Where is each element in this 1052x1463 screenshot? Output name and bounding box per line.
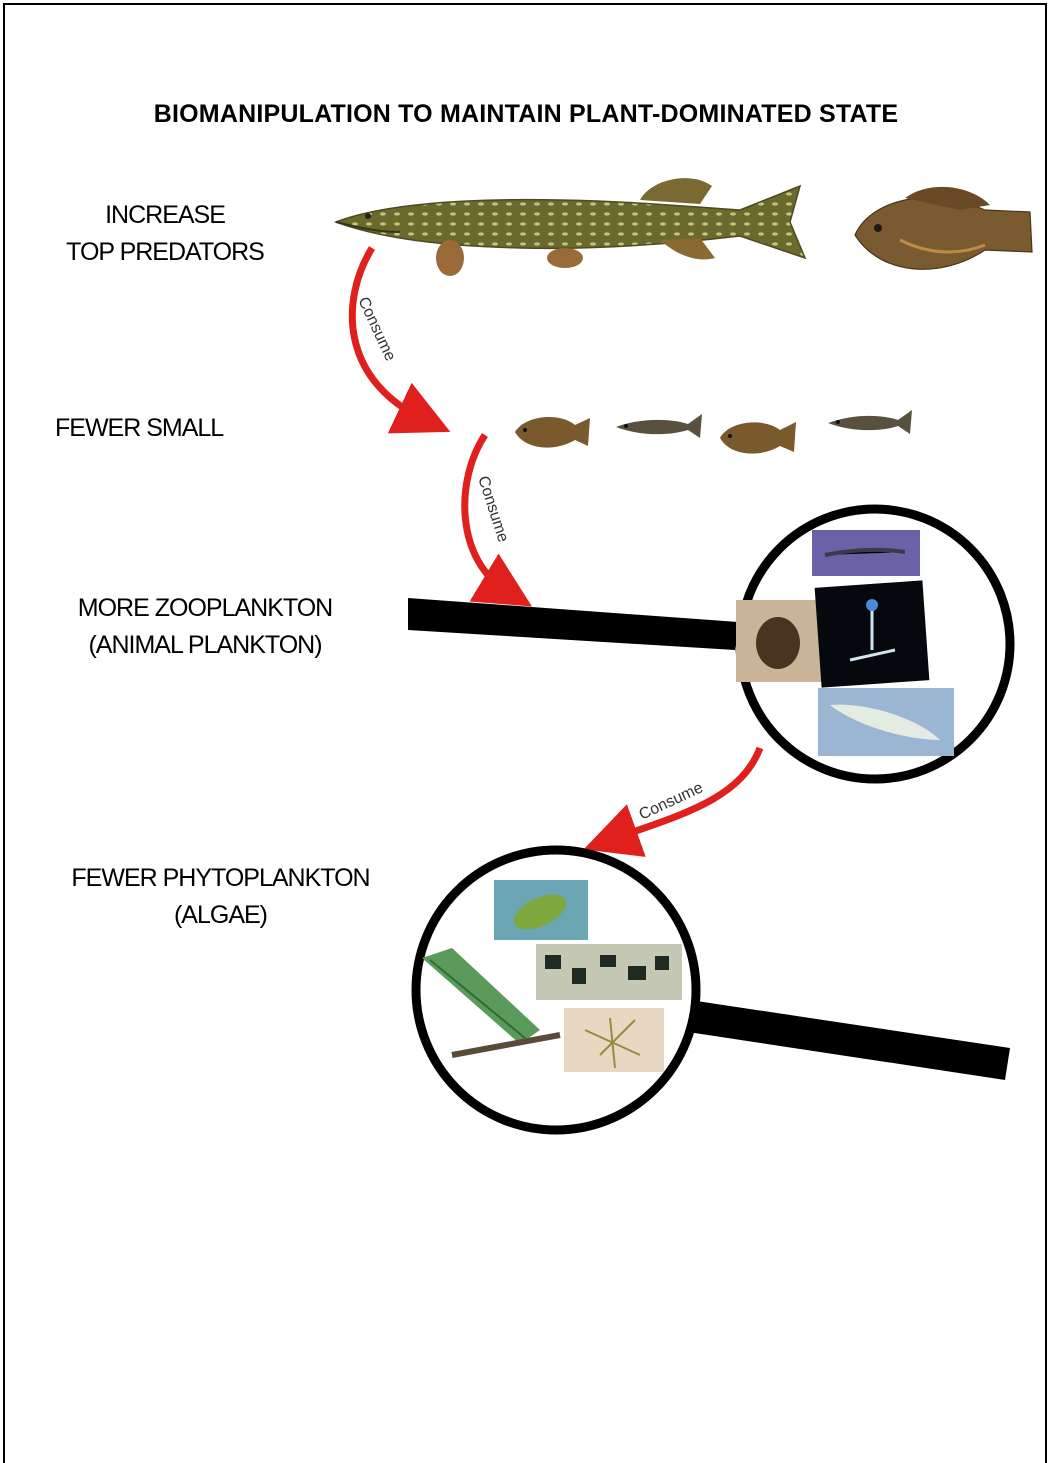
small-fish-1 — [515, 417, 590, 448]
magnifier-algae-image — [416, 850, 1010, 1130]
small-fish-4 — [828, 410, 912, 434]
sunfish-image — [855, 187, 1032, 269]
small-fish-row-image — [515, 410, 912, 454]
consume-arrow-2: Consume — [465, 435, 512, 592]
algae-photo-3 — [536, 944, 682, 1000]
small-fish-3 — [720, 422, 796, 454]
small-fish-2 — [616, 414, 702, 438]
pike-image — [336, 178, 805, 276]
consume-arrow-label: Consume — [474, 474, 511, 544]
magnifier-zooplankton-image — [408, 509, 1010, 779]
consume-arrow-3: Consume — [610, 748, 760, 840]
consume-arrow-1: Consume — [352, 248, 425, 420]
